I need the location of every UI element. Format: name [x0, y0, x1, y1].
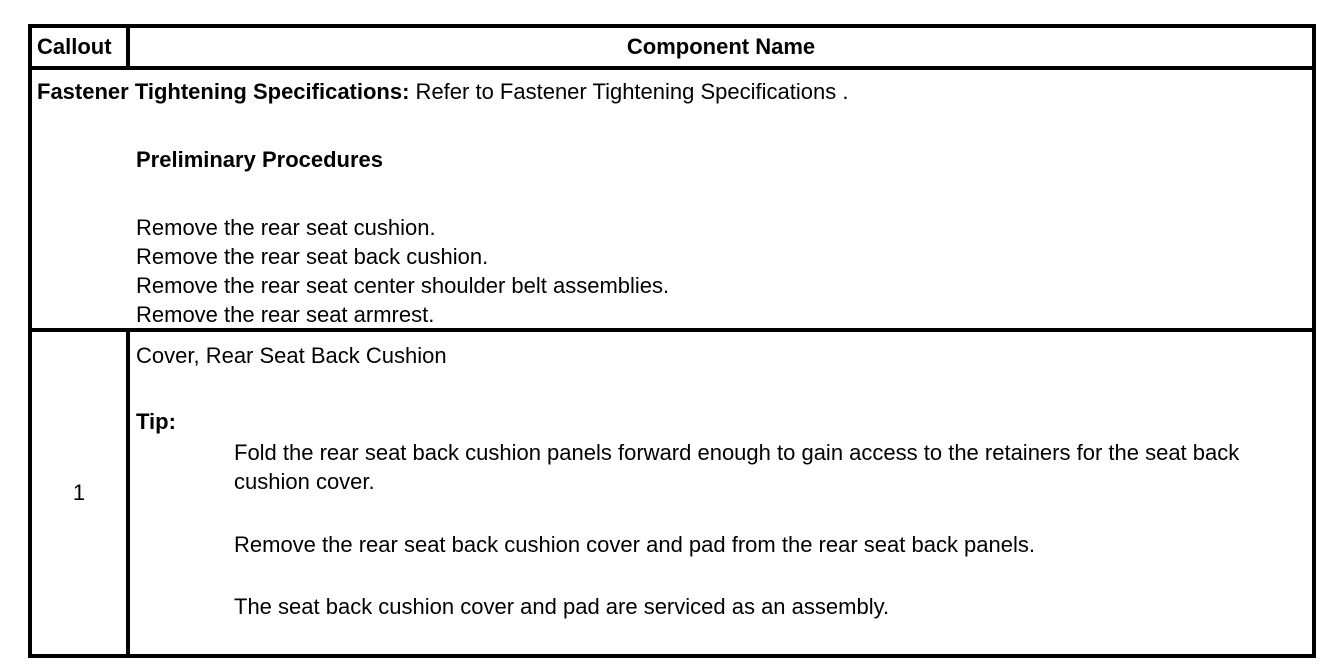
- row-callout-number: 1: [32, 332, 130, 654]
- component-name: Cover, Rear Seat Back Cushion: [136, 343, 447, 368]
- fastener-specs-line: Fastener Tightening Specifications: Refe…: [37, 78, 848, 106]
- component-table: Callout Component Name Fastener Tighteni…: [28, 24, 1316, 658]
- row-component-cell: Cover, Rear Seat Back Cushion Tip: Fold …: [130, 332, 1312, 654]
- preliminary-step: Remove the rear seat cushion.: [136, 215, 436, 240]
- preliminary-steps-list: Remove the rear seat cushion. Remove the…: [136, 213, 669, 329]
- tip-text: The seat back cushion cover and pad are …: [234, 594, 890, 619]
- tip-text: Remove the rear seat back cushion cover …: [234, 532, 1035, 557]
- preliminary-section: Fastener Tightening Specifications: Refe…: [32, 70, 1312, 332]
- header-component-name: Component Name: [626, 34, 816, 59]
- preliminary-step: Remove the rear seat armrest.: [136, 302, 435, 327]
- tip-label: Tip:: [136, 409, 176, 434]
- fastener-specs-label: Fastener Tightening Specifications:: [37, 79, 410, 104]
- preliminary-step: Remove the rear seat back cushion.: [136, 244, 489, 269]
- table-header-row: Callout Component Name: [32, 28, 1312, 70]
- header-callout: Callout: [32, 28, 130, 66]
- table-row: 1 Cover, Rear Seat Back Cushion Tip: Fol…: [32, 332, 1312, 654]
- preliminary-step: Remove the rear seat center shoulder bel…: [136, 273, 670, 298]
- fastener-specs-link-text: Refer to Fastener Tightening Specificati…: [409, 79, 849, 104]
- preliminary-procedures-title: Preliminary Procedures: [136, 147, 384, 172]
- tip-text: Fold the rear seat back cushion panels f…: [234, 440, 1240, 494]
